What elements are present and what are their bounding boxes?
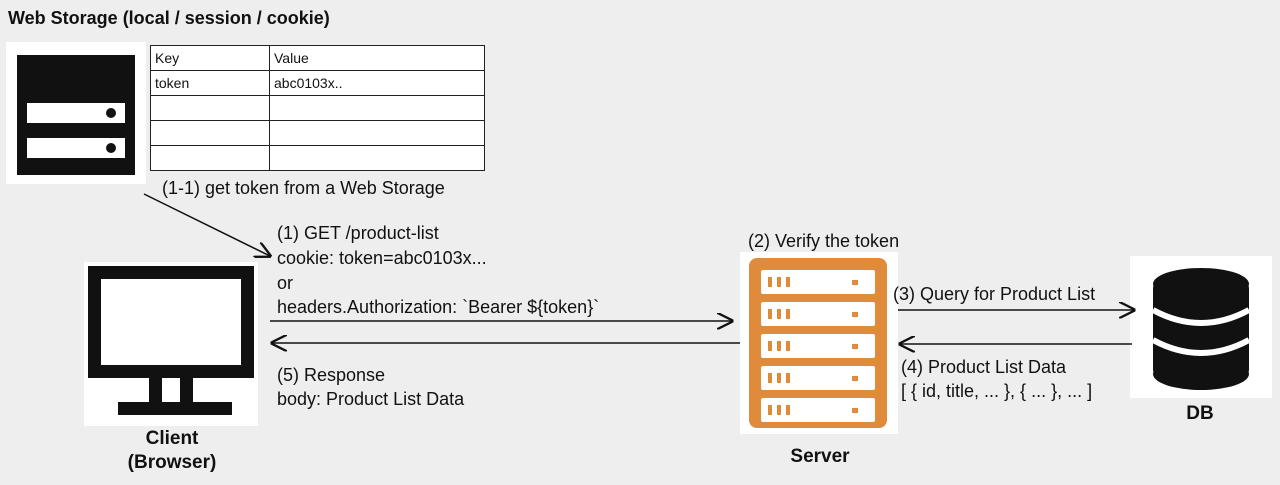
table-cell-value	[269, 95, 485, 121]
step-4-data: [ { id, title, ... }, { ... }, ... ]	[901, 381, 1093, 401]
step-1-or-line: or	[277, 273, 294, 293]
server-caption: Server	[790, 446, 850, 467]
database-icon	[1130, 256, 1272, 398]
web-storage-table: Key Value token abc0103x..	[150, 45, 485, 171]
table-row	[150, 95, 485, 121]
table-cell-key	[150, 120, 270, 146]
table-row	[150, 120, 485, 146]
step-5-body: body: Product List Data	[277, 389, 465, 409]
table-cell-value: abc0103x..	[269, 70, 485, 96]
client-monitor-icon	[84, 262, 258, 426]
arrow-storage-to-request	[143, 193, 270, 256]
table-cell-key: token	[150, 70, 270, 96]
table-cell-key	[150, 145, 270, 171]
step-1-request-line: (1) GET /product-list	[277, 223, 439, 243]
step-5-title: (5) Response	[277, 365, 386, 385]
table-cell-key	[150, 95, 270, 121]
step-2-label: (2) Verify the token	[748, 231, 900, 251]
server-rack-icon	[740, 252, 898, 434]
table-header-key: Key	[150, 45, 270, 71]
diagram-title: Web Storage (local / session / cookie)	[8, 8, 330, 28]
step-1-header-line: headers.Authorization: `Bearer ${token}`	[277, 297, 600, 317]
step-1-cookie-line: cookie: token=abc0103x...	[277, 248, 487, 268]
db-caption: DB	[1186, 403, 1214, 424]
table-cell-value	[269, 120, 485, 146]
table-header-row: Key Value	[150, 45, 485, 71]
step-3-label: (3) Query for Product List	[893, 284, 1096, 304]
table-cell-value	[269, 145, 485, 171]
client-caption: Client (Browser)	[112, 427, 232, 475]
client-caption-line2: (Browser)	[127, 452, 217, 473]
table-row: token abc0103x..	[150, 70, 485, 96]
client-caption-line1: Client	[145, 428, 199, 449]
step-4-title: (4) Product List Data	[901, 357, 1067, 377]
step-1-1-label: (1-1) get token from a Web Storage	[162, 178, 445, 198]
web-storage-icon	[6, 42, 146, 184]
table-row	[150, 145, 485, 171]
table-header-value: Value	[269, 45, 485, 71]
